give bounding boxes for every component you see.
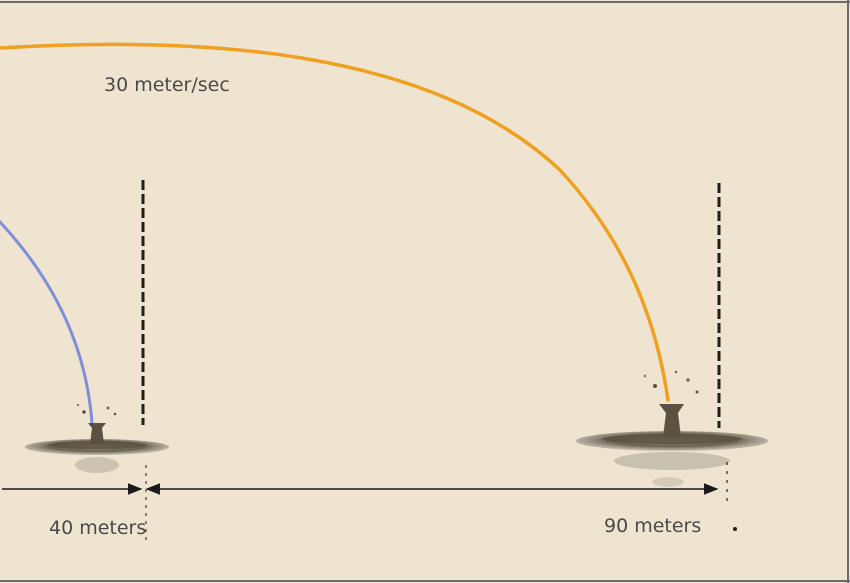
speed-label: 30 meter/sec [104, 74, 230, 96]
fast-trajectory-curve [0, 42, 670, 402]
far-tick-dot [733, 527, 737, 531]
slow-trajectory-curve [0, 220, 94, 425]
near-splash [25, 403, 169, 473]
far-distance-label: 90 meters [604, 515, 701, 537]
near-distance-label: 40 meters [49, 517, 146, 539]
